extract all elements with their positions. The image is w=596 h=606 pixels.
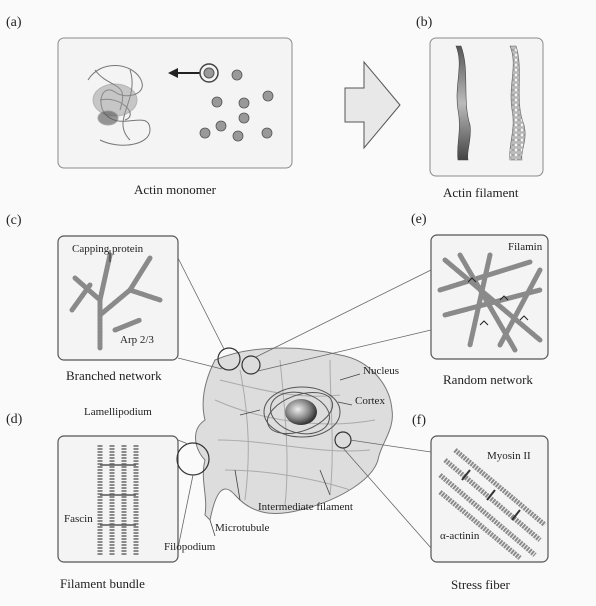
- alpha-actinin-label: α-actinin: [440, 530, 480, 542]
- myosin-crosslinks: [461, 469, 521, 521]
- panel-e: [430, 234, 549, 360]
- filamin-crosslinks: [467, 277, 529, 326]
- panel-a-letter: (a): [6, 15, 22, 30]
- panel-e-caption: Random network: [443, 372, 533, 387]
- panel-d-caption: Filament bundle: [60, 576, 145, 591]
- connector-lines: [177, 257, 432, 549]
- cell: [195, 347, 393, 522]
- filament-surface-model: [455, 45, 471, 161]
- intermediate-filament-label: Intermediate filament: [258, 501, 353, 513]
- microtubule-label: Microtubule: [215, 522, 270, 534]
- myosin-label: Myosin II: [487, 450, 531, 462]
- transition-arrow: [344, 60, 401, 150]
- filament-bead-model: [509, 45, 526, 161]
- panel-b-caption: Actin filament: [443, 185, 519, 200]
- bundled-filaments: [97, 445, 139, 555]
- nucleus-label: Nucleus: [363, 365, 400, 377]
- panel-f: [430, 435, 549, 563]
- panel-b: [429, 37, 544, 177]
- nucleus: [285, 399, 317, 425]
- capping-protein-label: Capping protein: [72, 243, 144, 255]
- actin-protein-structure: [87, 65, 151, 146]
- monomer-dots: [199, 69, 274, 142]
- arp23-label: Arp 2/3: [120, 334, 154, 346]
- filopodium-label: Filopodium: [164, 541, 216, 553]
- lamellipodium-label: Lamellipodium: [84, 406, 152, 418]
- fascin-crosslinks: [100, 464, 136, 526]
- highlighted-monomer-ring: [199, 63, 219, 83]
- panel-a-caption: Actin monomer: [134, 182, 216, 197]
- label-leaders: [209, 373, 361, 537]
- cortex-label: Cortex: [355, 395, 385, 407]
- panel-b-letter: (b): [416, 15, 433, 30]
- panel-e-letter: (e): [411, 212, 427, 227]
- arrow-head: [168, 68, 178, 78]
- panel-c-letter: (c): [6, 213, 22, 228]
- panel-f-letter: (f): [412, 413, 426, 428]
- random-filaments: [437, 252, 543, 353]
- stress-fiber-filaments: [438, 448, 547, 560]
- highlighted-monomer: [203, 67, 215, 79]
- panel-a: [57, 37, 293, 169]
- branched-filaments: [69, 252, 163, 351]
- panel-d-letter: (d): [6, 412, 23, 427]
- fascin-label: Fascin: [64, 513, 93, 525]
- filamin-label: Filamin: [508, 241, 543, 253]
- intermediate-filaments: [263, 386, 341, 438]
- panel-c: [57, 235, 179, 361]
- panel-c-caption: Branched network: [66, 368, 162, 383]
- panel-f-caption: Stress fiber: [451, 577, 510, 592]
- panel-d: [57, 435, 179, 563]
